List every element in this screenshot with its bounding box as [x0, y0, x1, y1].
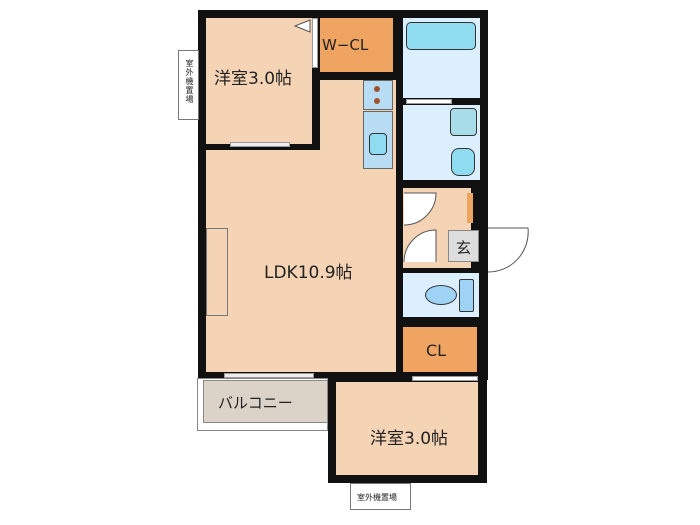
- outdoor-unit-bottom: 室外機置場: [350, 483, 411, 510]
- burner-2: [374, 98, 380, 104]
- balcony-label: バルコニー: [218, 394, 293, 412]
- door-swing-icon: [403, 229, 437, 263]
- western-room-top: [206, 18, 312, 144]
- outdoor-unit-left: 室外機置場: [178, 50, 199, 120]
- toilet-bowl: [425, 285, 457, 305]
- kitchen-sink: [369, 133, 387, 155]
- storage: [206, 228, 228, 316]
- western-room-top-label: 洋室3.0帖: [214, 69, 293, 89]
- entrance-label: 玄: [456, 239, 472, 257]
- entrance-floor: [448, 230, 479, 262]
- washing-machine-drain: [451, 148, 475, 176]
- toilet-tank: [459, 279, 474, 312]
- shoe-cabinet: [467, 193, 473, 223]
- bath-door[interactable]: [406, 99, 452, 104]
- closet-doors[interactable]: [412, 376, 478, 381]
- closet: [403, 327, 477, 372]
- balcony-window[interactable]: [224, 373, 314, 378]
- front-door-swing-icon[interactable]: [487, 227, 529, 273]
- door-white[interactable]: [312, 18, 318, 68]
- outdoor-unit-left-label: 室外機置場: [185, 59, 194, 104]
- kitchen-stove: [363, 80, 393, 110]
- walk-in-closet-label: W−CL: [322, 36, 369, 54]
- sliding-door[interactable]: [230, 142, 290, 147]
- western-room-bottom: [336, 382, 478, 475]
- burner-1: [374, 86, 380, 92]
- western-room-bottom-label: 洋室3.0帖: [370, 429, 449, 449]
- walk-in-closet: [320, 18, 393, 72]
- bathtub: [406, 22, 476, 50]
- wash-basin: [450, 108, 477, 136]
- closet-label: CL: [426, 341, 447, 360]
- ldk: [206, 150, 396, 372]
- door-swing-icon: [403, 192, 437, 226]
- outdoor-unit-bottom-label: 室外機置場: [357, 493, 397, 502]
- door-marker-icon: [293, 19, 311, 33]
- ldk-label: LDK10.9帖: [264, 263, 353, 283]
- balcony: [203, 380, 328, 423]
